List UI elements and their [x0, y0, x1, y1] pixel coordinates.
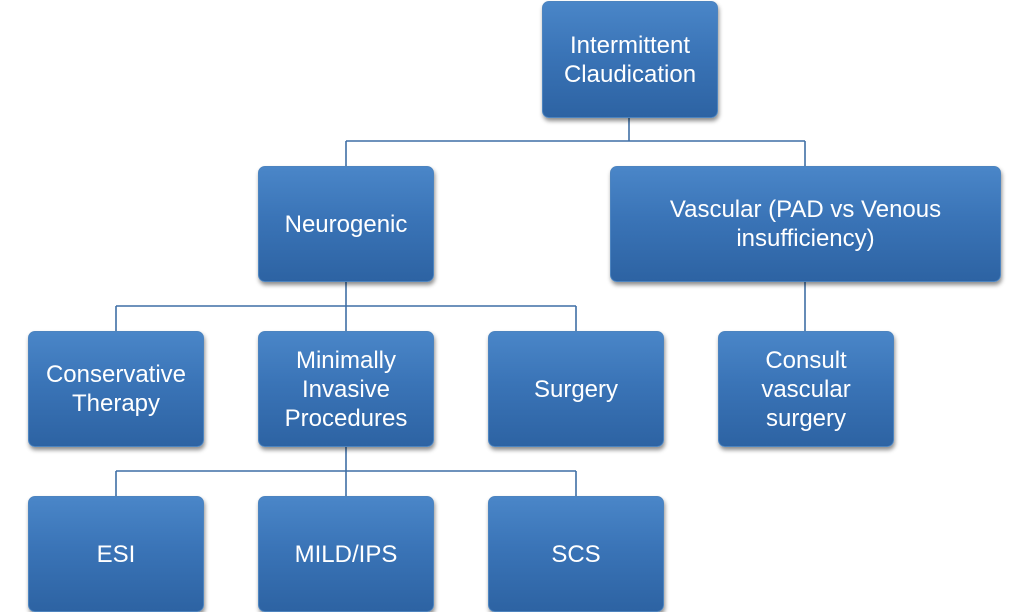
node-label: ESI [96, 540, 136, 568]
node-label: Vascular (PAD vs Venous insufficiency) [669, 196, 942, 252]
node-label: Intermittent Claudication [563, 31, 697, 88]
node-consult-vascular-surgery: Consult vascular surgery [718, 331, 894, 447]
node-esi: ESI [28, 496, 204, 612]
node-label: Consult vascular surgery [761, 346, 851, 432]
node-label: Neurogenic [284, 210, 408, 238]
node-label: Conservative Therapy [45, 361, 187, 417]
node-mild-ips: MILD/IPS [258, 496, 434, 612]
node-conservative-therapy: Conservative Therapy [28, 331, 204, 447]
node-minimally-invasive-procedures: Minimally Invasive Procedures [258, 331, 434, 447]
node-surgery: Surgery [488, 331, 664, 447]
node-vascular: Vascular (PAD vs Venous insufficiency) [610, 166, 1001, 282]
node-scs: SCS [488, 496, 664, 612]
node-label: SCS [551, 540, 601, 568]
node-label: Minimally Invasive Procedures [284, 346, 408, 432]
node-label: Surgery [533, 375, 619, 403]
node-intermittent-claudication: Intermittent Claudication [542, 1, 718, 118]
node-neurogenic: Neurogenic [258, 166, 434, 282]
node-label: MILD/IPS [294, 540, 398, 568]
